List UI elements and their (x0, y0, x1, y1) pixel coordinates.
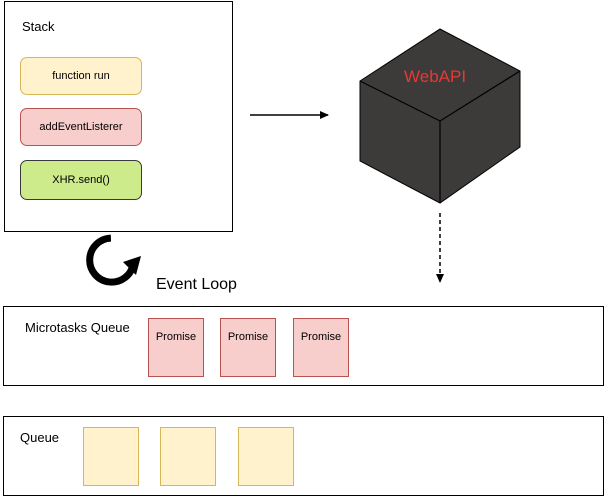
queue-slot (83, 427, 139, 486)
stack-item-add-event-listener: addEventListerer (20, 108, 142, 146)
stack-item-function-run: function run (20, 57, 142, 95)
event-loop-label: Event Loop (156, 276, 237, 293)
queue-panel: Queue (3, 416, 604, 496)
stack-item-xhr-send: XHR.send() (20, 160, 142, 200)
queue-slot (238, 427, 294, 486)
refresh-icon (86, 234, 141, 286)
microtasks-queue-title: Microtasks Queue (25, 320, 130, 335)
stack-title: Stack (22, 19, 55, 34)
queue-title: Queue (20, 430, 60, 445)
promise-item: Promise (148, 318, 204, 377)
webapi-label: WebAPI (404, 67, 467, 86)
queue-slot (160, 427, 216, 486)
microtasks-queue-panel: Microtasks Queue Promise Promise Promise (3, 306, 604, 386)
stack-panel: Stack function run addEventListerer XHR.… (4, 1, 233, 232)
promise-item: Promise (293, 318, 349, 377)
promise-item: Promise (220, 318, 276, 377)
webapi-cube (359, 28, 521, 204)
